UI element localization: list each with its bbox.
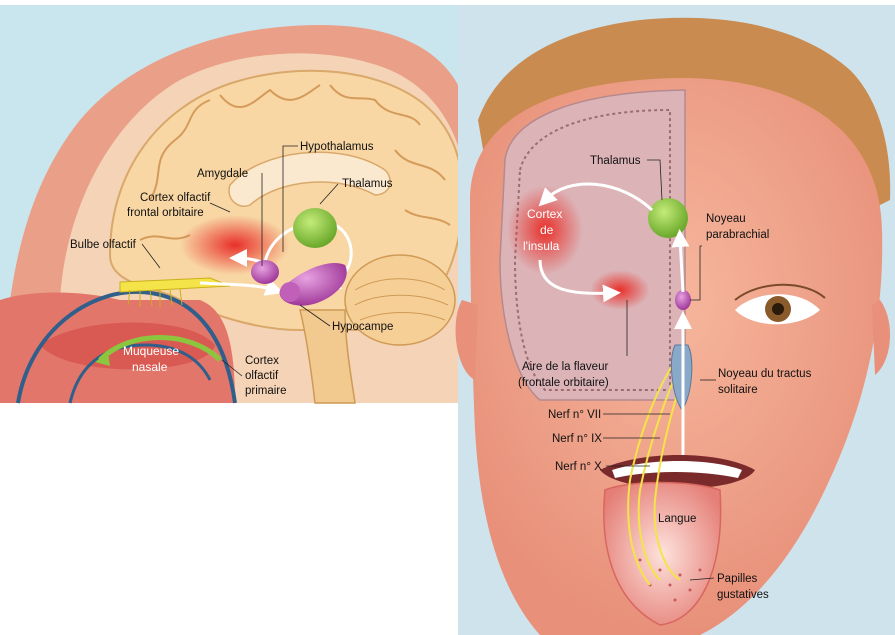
label-cortex-primaire-2: olfactif <box>245 370 279 382</box>
label-nerf-vii: Nerf n° VII <box>548 409 601 421</box>
amygdala <box>251 260 279 284</box>
label-nerf-ix: Nerf n° IX <box>552 433 602 445</box>
label-thalamus-left: Thalamus <box>342 178 393 190</box>
left-sagittal-panel: Hypothalamus Amygdale Thalamus Cortex ol… <box>0 5 470 403</box>
label-nerf-x: Nerf n° X <box>555 461 602 473</box>
right-face-panel: Thalamus Cortex de l'insula Noyeau parab… <box>456 5 895 635</box>
label-noyeau-parabrachial: Noyeau <box>706 213 746 225</box>
parabrachial-nucleus <box>675 290 691 310</box>
label-cortex-olfactif-frontal-2: frontal orbitaire <box>127 207 204 219</box>
thalamus-right <box>648 198 688 238</box>
label-langue: Langue <box>658 513 696 525</box>
label-papilles: Papilles <box>717 573 758 585</box>
label-noyeau-parabrachial-2: parabrachial <box>706 229 769 241</box>
label-cortex-primaire-3: primaire <box>245 385 287 397</box>
label-cortex-insula: Cortex <box>527 207 562 221</box>
label-hypothalamus: Hypothalamus <box>300 141 374 153</box>
label-cortex-insula-3: l'insula <box>523 239 560 253</box>
label-muqueuse-2: nasale <box>132 360 168 374</box>
label-bulbe-olfactif: Bulbe olfactif <box>70 239 137 251</box>
label-cortex-olfactif-frontal: Cortex olfactif <box>140 192 211 204</box>
label-cortex-primaire: Cortex <box>245 355 279 367</box>
label-aire-flaveur-2: (frontale orbitaire) <box>518 377 609 389</box>
label-noyeau-tractus: Noyeau du tractus <box>718 368 812 380</box>
thalamus-left <box>293 208 337 248</box>
label-aire-flaveur: Aire de la flaveur <box>522 361 608 373</box>
label-noyeau-tractus-2: solitaire <box>718 384 758 396</box>
flavour-area <box>590 270 650 310</box>
label-muqueuse: Muqueuse <box>123 344 179 358</box>
label-amygdale: Amygdale <box>197 168 248 180</box>
label-cortex-insula-2: de <box>540 223 554 237</box>
label-hypocampe: Hypocampe <box>332 321 393 333</box>
label-thalamus-right: Thalamus <box>590 155 641 167</box>
label-papilles-2: gustatives <box>717 589 769 601</box>
